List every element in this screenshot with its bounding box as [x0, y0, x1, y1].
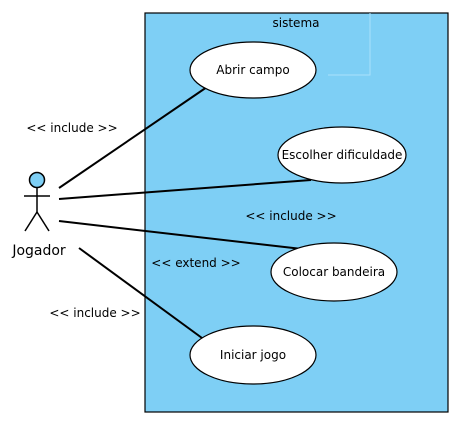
use-case-ellipse: [189, 41, 317, 99]
actor-right-leg: [36, 211, 50, 232]
use-case-iniciar-jogo[interactable]: Iniciar jogo: [189, 325, 317, 385]
use-case-ellipse: [189, 325, 317, 385]
use-case-ellipse: [270, 242, 398, 302]
association-line-abrir-campo[interactable]: [58, 86, 208, 189]
actor-jogador[interactable]: [24, 171, 50, 232]
use-case-ellipse: [277, 126, 407, 184]
actor-head: [28, 171, 46, 189]
use-case-label: Abrir campo: [216, 63, 289, 77]
actor-name: Jogador: [11, 243, 66, 259]
actor-left-leg: [24, 211, 38, 232]
include-label-abrir-campo: << include >>: [26, 121, 117, 135]
use-case-label: Colocar bandeira: [283, 265, 385, 279]
association-line-escolher-dificuldade[interactable]: [58, 179, 312, 200]
association-line-iniciar-jogo[interactable]: [78, 247, 203, 339]
extend-label-colocar-bandeira: << extend >>: [151, 256, 240, 270]
use-case-label: Escolher dificuldade: [282, 148, 403, 162]
associations: [58, 86, 312, 339]
use-case-abrir-campo[interactable]: Abrir campo: [189, 41, 317, 99]
association-line-colocar-bandeira[interactable]: [58, 220, 303, 250]
system-title: sistema: [273, 16, 320, 30]
include-label-escolher-dificuldade: << include >>: [245, 209, 336, 223]
use-case-label: Iniciar jogo: [220, 348, 286, 362]
include-label-iniciar-jogo: << include >>: [49, 306, 140, 320]
use-case-colocar-bandeira[interactable]: Colocar bandeira: [270, 242, 398, 302]
use-case-escolher-dificuldade[interactable]: Escolher dificuldade: [277, 126, 407, 184]
system-tab-guide: [328, 13, 371, 76]
